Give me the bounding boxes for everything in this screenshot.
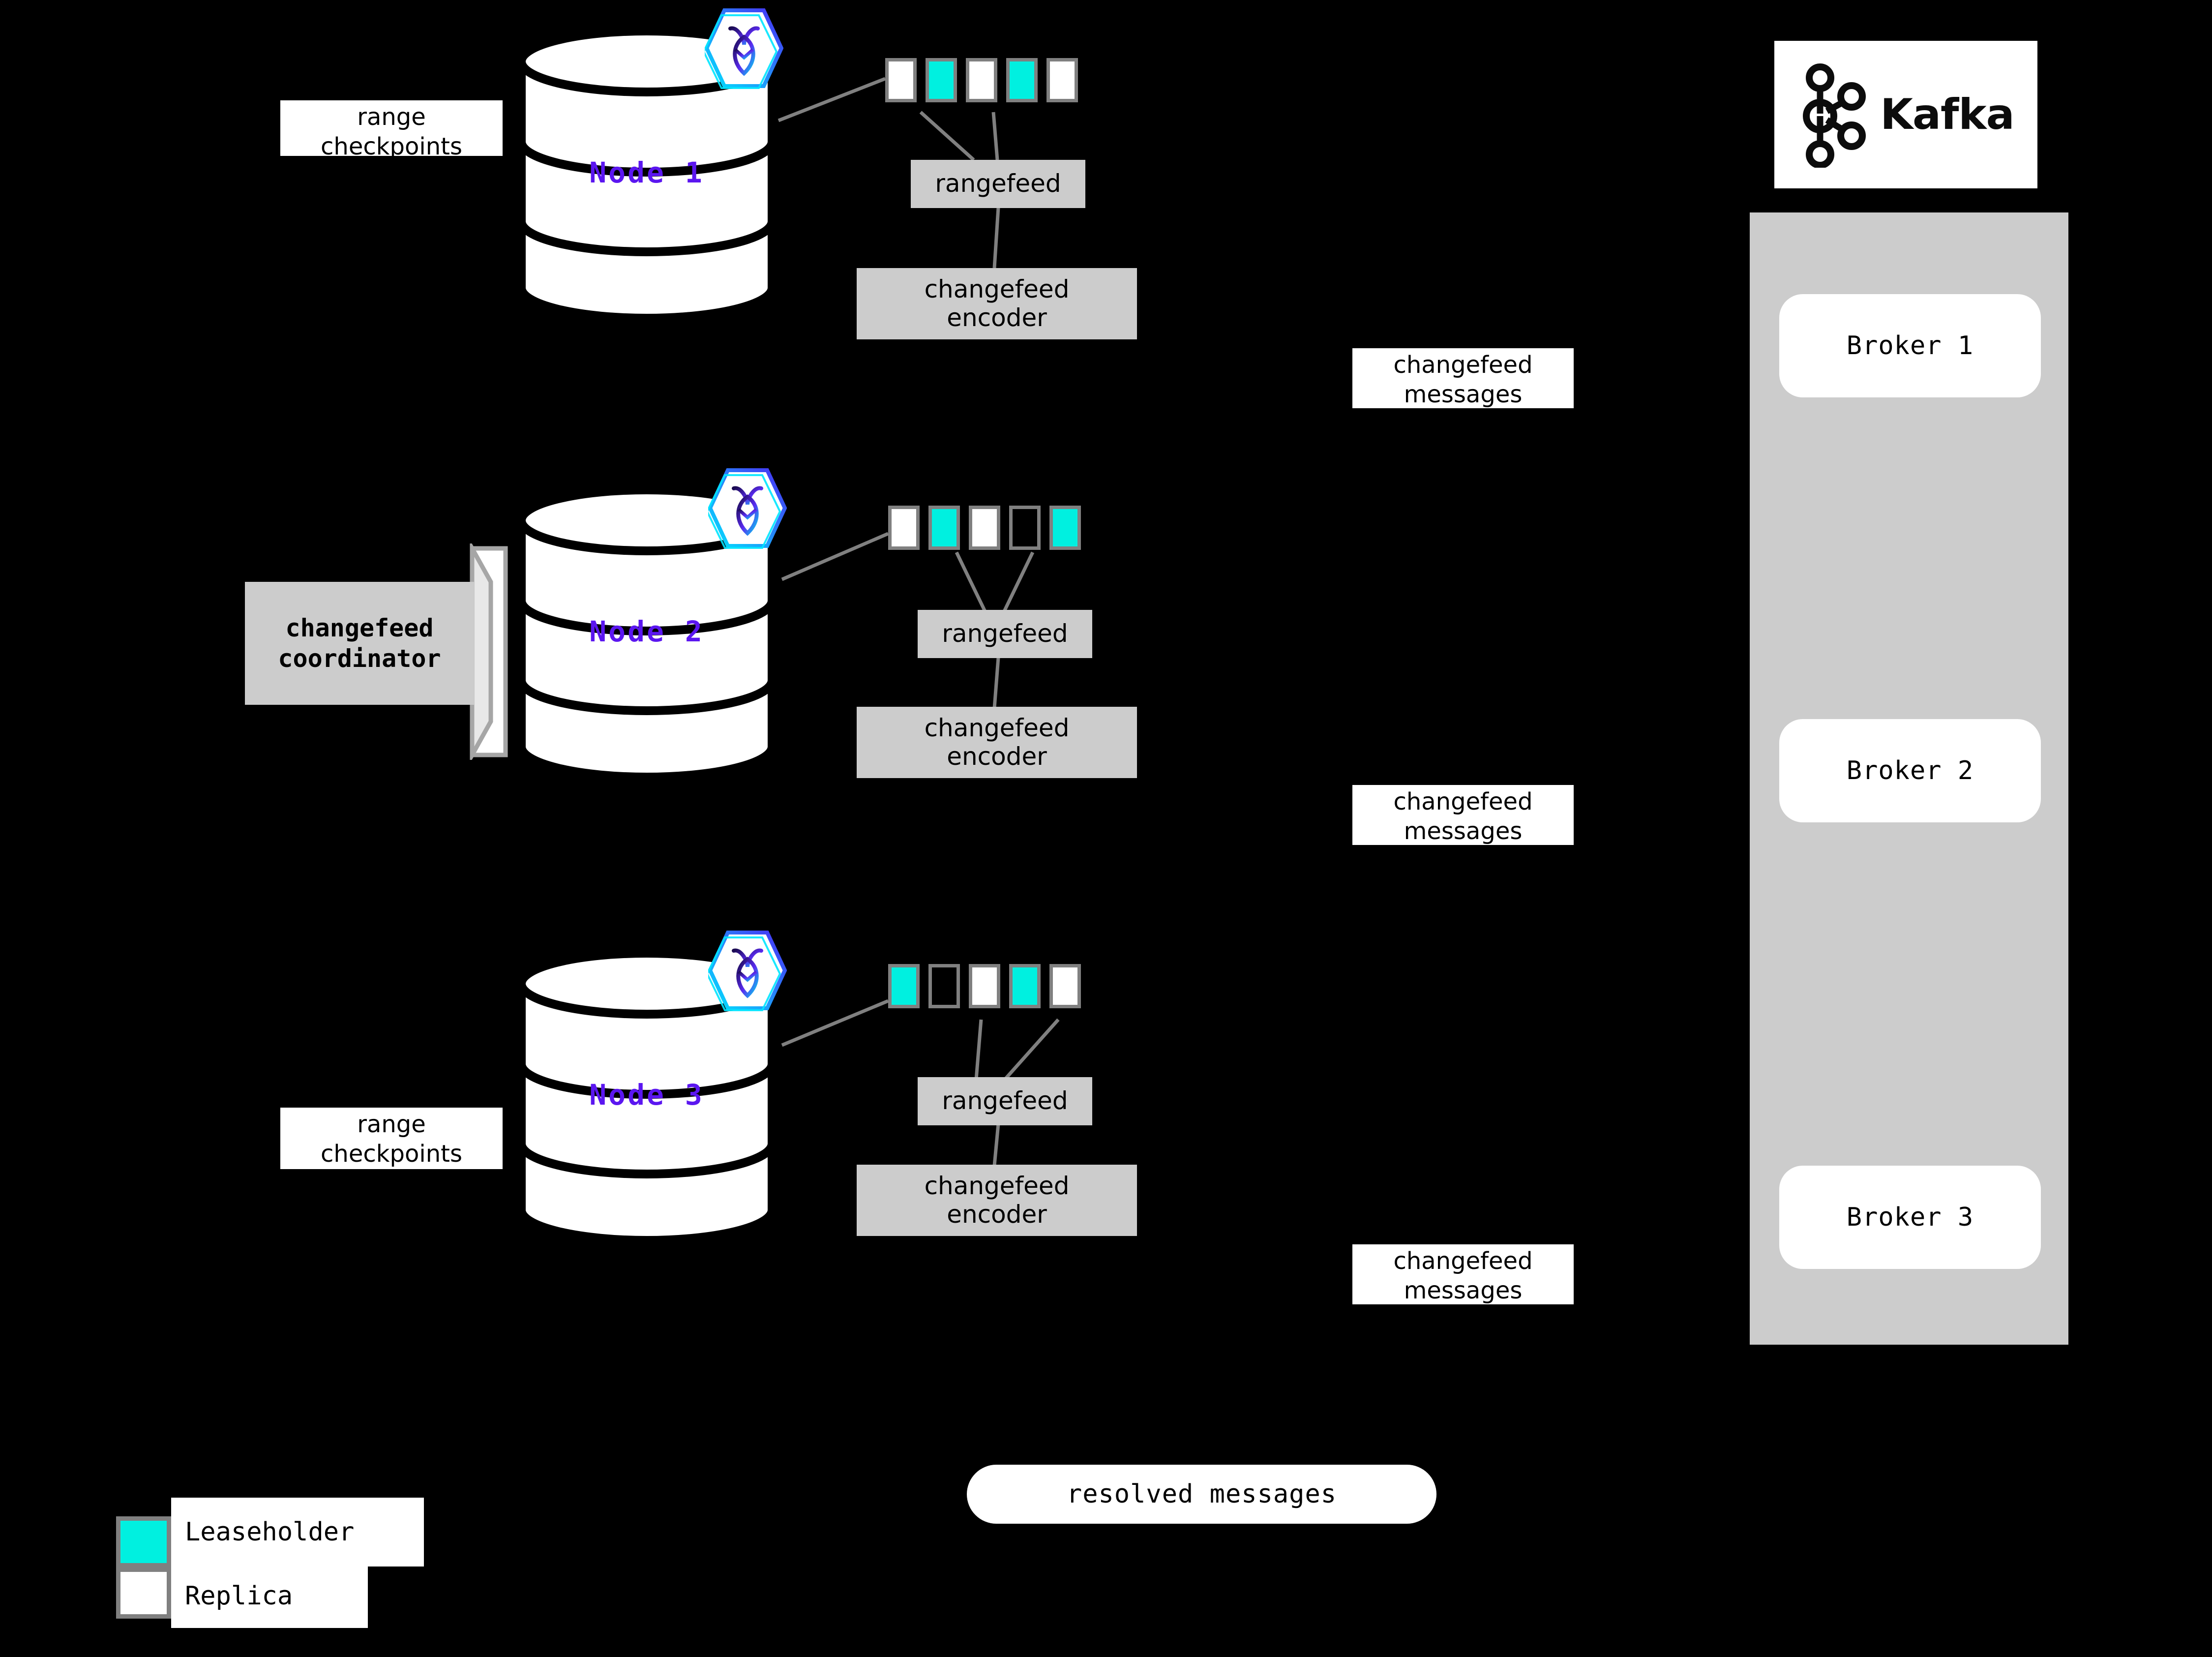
range-box[interactable] — [1009, 964, 1041, 1008]
legend-swatch-leaseholder — [116, 1516, 171, 1567]
node-1-changefeed-messages-text: changefeed messages — [1393, 351, 1533, 408]
range-box[interactable] — [1006, 58, 1038, 102]
node-1-changefeed-encoder-box[interactable]: changefeed encoder — [857, 268, 1137, 339]
node-3-rangefeed-box[interactable]: rangefeed — [918, 1077, 1092, 1125]
node-3-changefeed-messages-label: changefeed messages — [1352, 1244, 1574, 1304]
kafka-logo-text: Kafka — [1880, 90, 2014, 139]
range-box[interactable] — [926, 58, 957, 102]
range-box[interactable] — [969, 964, 1000, 1008]
range-box[interactable] — [969, 506, 1000, 550]
broker-3-pill[interactable]: Broker 3 — [1779, 1166, 2041, 1269]
node-1-range-checkpoints-label: range checkpoints — [280, 100, 503, 156]
node-3-changefeed-messages-text: changefeed messages — [1393, 1247, 1533, 1304]
node-1-range-checkpoints-text: range checkpoints — [321, 103, 462, 156]
legend-label-replica: Replica — [171, 1564, 368, 1628]
cockroachdb-hex-icon — [708, 929, 787, 1012]
range-box[interactable] — [1009, 506, 1041, 550]
range-box[interactable] — [928, 506, 960, 550]
range-box[interactable] — [966, 58, 997, 102]
changefeed-coordinator-box[interactable]: changefeed coordinator — [245, 582, 474, 705]
node-2-changefeed-encoder-box[interactable]: changefeed encoder — [857, 707, 1137, 778]
node-2-changefeed-messages-label: changefeed messages — [1352, 785, 1574, 845]
range-box[interactable] — [1049, 964, 1081, 1008]
node-3-range-checkpoints-text: range checkpoints — [321, 1111, 462, 1168]
broker-1-pill[interactable]: Broker 1 — [1779, 294, 2041, 397]
range-box[interactable] — [928, 964, 960, 1008]
node-1-rangefeed-box[interactable]: rangefeed — [911, 160, 1085, 208]
cockroachdb-hex-icon — [705, 6, 783, 90]
node-3-range-checkpoints-label: range checkpoints — [280, 1108, 503, 1169]
range-box[interactable] — [888, 964, 920, 1008]
range-box[interactable] — [1049, 506, 1081, 550]
kafka-nodes-icon — [1797, 62, 1871, 169]
broker-2-pill[interactable]: Broker 2 — [1779, 719, 2041, 822]
range-box[interactable] — [885, 58, 917, 102]
node-1-range-row — [885, 58, 1078, 102]
cockroachdb-hex-icon — [708, 466, 787, 550]
changefeed-coordinator-callout: changefeed coordinator — [245, 543, 510, 760]
kafka-logo: Kafka — [1774, 41, 2037, 188]
range-box[interactable] — [1046, 58, 1078, 102]
resolved-messages-pill[interactable]: resolved messages — [967, 1465, 1436, 1524]
node-1-changefeed-messages-label: changefeed messages — [1352, 348, 1574, 408]
range-box[interactable] — [888, 506, 920, 550]
legend-label-leaseholder: Leaseholder — [171, 1498, 424, 1567]
node-2-rangefeed-box[interactable]: rangefeed — [918, 610, 1092, 658]
node-2-changefeed-messages-text: changefeed messages — [1393, 788, 1533, 845]
node-2-range-row — [888, 506, 1081, 550]
node-3-changefeed-encoder-box[interactable]: changefeed encoder — [857, 1165, 1137, 1236]
node-3-range-row — [888, 964, 1081, 1008]
legend-swatch-replica — [116, 1567, 171, 1619]
